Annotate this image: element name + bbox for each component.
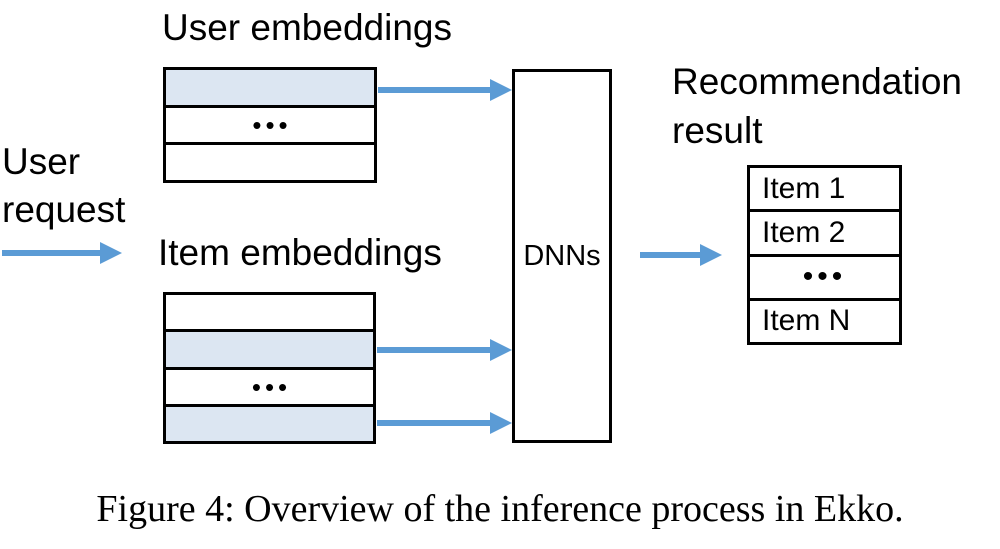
user-embeddings-to-dnns-arrow [378, 79, 512, 101]
result-ellipsis-row: ••• [750, 253, 899, 298]
user-embeddings-title: User embeddings [162, 7, 452, 48]
dnns-to-result-arrow [640, 244, 722, 266]
figure-caption: Figure 4: Overview of the inference proc… [96, 488, 904, 530]
result-item-row: Item 1 [750, 168, 899, 210]
ellipsis-dots: ••• [252, 110, 292, 140]
user-embeddings-table: ••• [163, 67, 377, 183]
ellipsis-dots: ••• [251, 371, 292, 402]
item-embeddings-table: ••• [163, 292, 376, 444]
user-request-arrow [2, 242, 122, 264]
item-embeddings-title: Item embeddings [158, 232, 442, 273]
user-embedding-row-highlighted [166, 70, 374, 105]
item-embedding-row-highlighted [166, 403, 373, 441]
item-embedding-row-ellipsis: ••• [166, 366, 373, 404]
recommendation-result-table: Item 1 Item 2 ••• Item N [747, 165, 902, 345]
result-item-row: Item 2 [750, 209, 899, 254]
user-embedding-row-ellipsis: ••• [166, 104, 374, 143]
item-embedding-row-highlighted [166, 329, 373, 367]
user-request-label: User request [2, 141, 126, 230]
result-item-row: Item N [750, 297, 899, 342]
user-embedding-row [166, 142, 374, 181]
dnns-box: DNNs [512, 69, 612, 443]
item-embedding-1-to-dnns-arrow [377, 339, 512, 361]
item-embedding-row [166, 295, 373, 330]
item-embedding-2-to-dnns-arrow [377, 412, 512, 434]
dnns-label: DNNs [523, 239, 601, 272]
recommendation-result-title: Recommendation result [672, 61, 962, 151]
